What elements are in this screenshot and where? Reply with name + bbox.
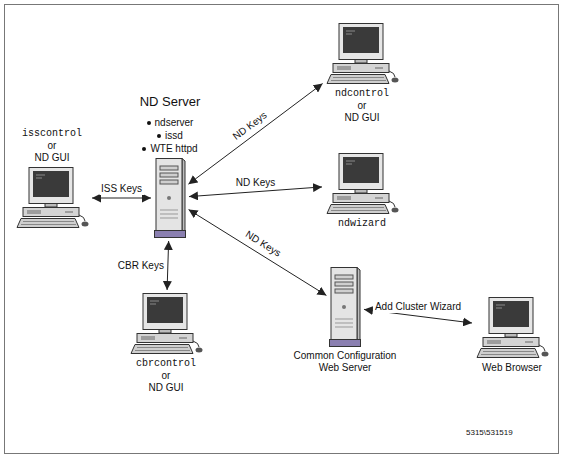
key-connector (189, 210, 327, 296)
connector-label: Add Cluster Wizard (373, 301, 463, 313)
node-label: cbrcontrol (136, 358, 196, 370)
key-connector (92, 198, 151, 199)
server-tower-icon (329, 267, 361, 347)
node-label: ND GUI (149, 382, 184, 394)
node-title: ND Server (140, 94, 201, 110)
process-name: ndserver (155, 116, 194, 129)
connector-label: ND Keys (234, 177, 277, 189)
process-name: issd (165, 129, 183, 142)
node-label: ND GUI (345, 112, 380, 124)
computer-node: isscontrolorND GUI (13, 126, 91, 234)
computer-node: cbrcontrolorND GUI (127, 288, 205, 396)
key-connector (167, 241, 169, 290)
node-label: or (162, 370, 171, 382)
frame-border (5, 5, 559, 454)
node-label: ndcontrol (335, 88, 389, 100)
node-label: isscontrol (22, 128, 82, 140)
computer-node: ND Server ndserverissdWTE httpd (138, 92, 203, 243)
bullet-row: ndserver (147, 116, 194, 129)
figure-number: 5315\531519 (466, 428, 513, 438)
node-label: or (358, 100, 367, 112)
node-label: Web Browser (482, 362, 542, 374)
bullet-dot (157, 134, 161, 138)
bullet-row: issd (157, 129, 183, 142)
bullet-dot (142, 147, 146, 151)
computer-icon (15, 167, 89, 229)
process-name: WTE httpd (150, 142, 197, 155)
computer-icon (475, 297, 549, 359)
node-label: or (48, 140, 57, 152)
computer-icon (129, 293, 203, 355)
computer-node: Common Configuration Web Server (283, 262, 407, 376)
node-label: ND GUI (35, 152, 70, 164)
bullet-dot (147, 121, 151, 125)
node-label: ndwizard (338, 218, 386, 230)
computer-icon (325, 153, 399, 215)
computer-icon (325, 23, 399, 85)
connector-label: ISS Keys (99, 183, 144, 195)
computer-node: ndcontrolorND GUI (323, 18, 401, 126)
node-label: Common Configuration Web Server (285, 350, 405, 374)
bullet-row: WTE httpd (142, 142, 197, 155)
connector-label: CBR Keys (116, 260, 166, 272)
key-connector (188, 84, 322, 185)
computer-node: Web Browser (473, 292, 551, 376)
computer-node: ndwizard (323, 148, 401, 232)
server-tower-icon (154, 158, 186, 238)
